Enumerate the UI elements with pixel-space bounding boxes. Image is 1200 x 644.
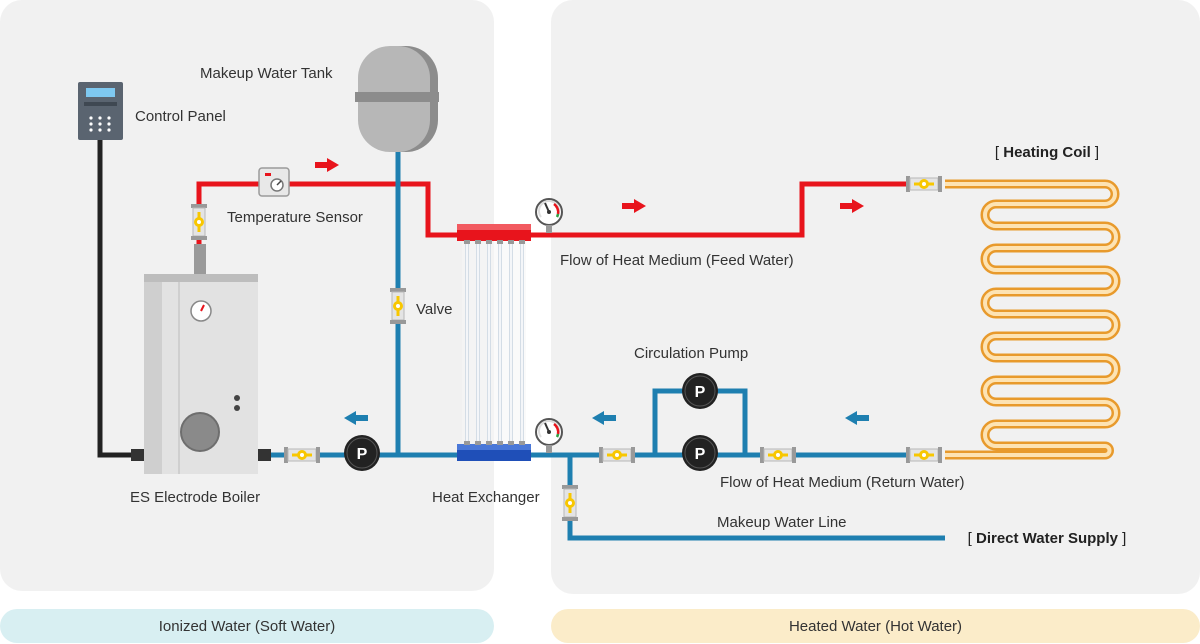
label-circulation-pump: Circulation Pump [634, 345, 748, 362]
heat-exchanger [457, 224, 531, 461]
valve-icon[interactable] [283, 446, 321, 464]
valve-icon[interactable] [598, 446, 636, 464]
temperature-sensor-icon [258, 167, 290, 197]
pump-label: P [357, 446, 368, 463]
valve-icon[interactable] [190, 203, 208, 241]
makeup-water-line [567, 455, 945, 541]
valve-icon[interactable] [759, 446, 797, 464]
feed-pipe-coil [530, 181, 915, 238]
valve-icon[interactable] [905, 446, 943, 464]
valve-icon[interactable] [561, 484, 579, 522]
pump-label: P [695, 384, 706, 401]
control-panel-icon [78, 82, 123, 140]
legend-heated-label: Heated Water (Hot Water) [788, 617, 963, 635]
label-control-panel: Control Panel [135, 108, 226, 125]
pump-icon[interactable]: P [343, 434, 381, 472]
boiler-icon [131, 274, 271, 474]
label-feed-flow: Flow of Heat Medium (Feed Water) [560, 252, 794, 269]
label-temperature-sensor: Temperature Sensor [227, 209, 363, 226]
label-heating-coil: [ Heating Coil ] [995, 144, 1099, 161]
label-return-flow: Flow of Heat Medium (Return Water) [720, 474, 965, 491]
legend-ionized-water: Ionized Water (Soft Water) [0, 609, 494, 643]
heated-zone-panel [551, 0, 1200, 594]
pump-icon[interactable]: P [681, 372, 719, 410]
label-heat-exchanger: Heat Exchanger [432, 489, 540, 506]
pump-icon[interactable]: P [681, 434, 719, 472]
label-makeup-tank: Makeup Water Tank [200, 65, 333, 82]
label-boiler: ES Electrode Boiler [130, 489, 260, 506]
legend-heated-water: Heated Water (Hot Water) [551, 609, 1200, 643]
pump-label: P [695, 446, 706, 463]
control-wire [97, 140, 135, 458]
label-valve: Valve [416, 301, 452, 318]
tank-icon [355, 46, 439, 152]
heating-coil-icon [945, 179, 1121, 460]
label-makeup-line: Makeup Water Line [717, 514, 847, 531]
legend-ionized-label: Ionized Water (Soft Water) [158, 617, 336, 635]
valve-icon[interactable] [389, 287, 407, 325]
label-direct-water-supply: [ Direct Water Supply ] [968, 530, 1127, 547]
valve-icon[interactable] [905, 175, 943, 193]
